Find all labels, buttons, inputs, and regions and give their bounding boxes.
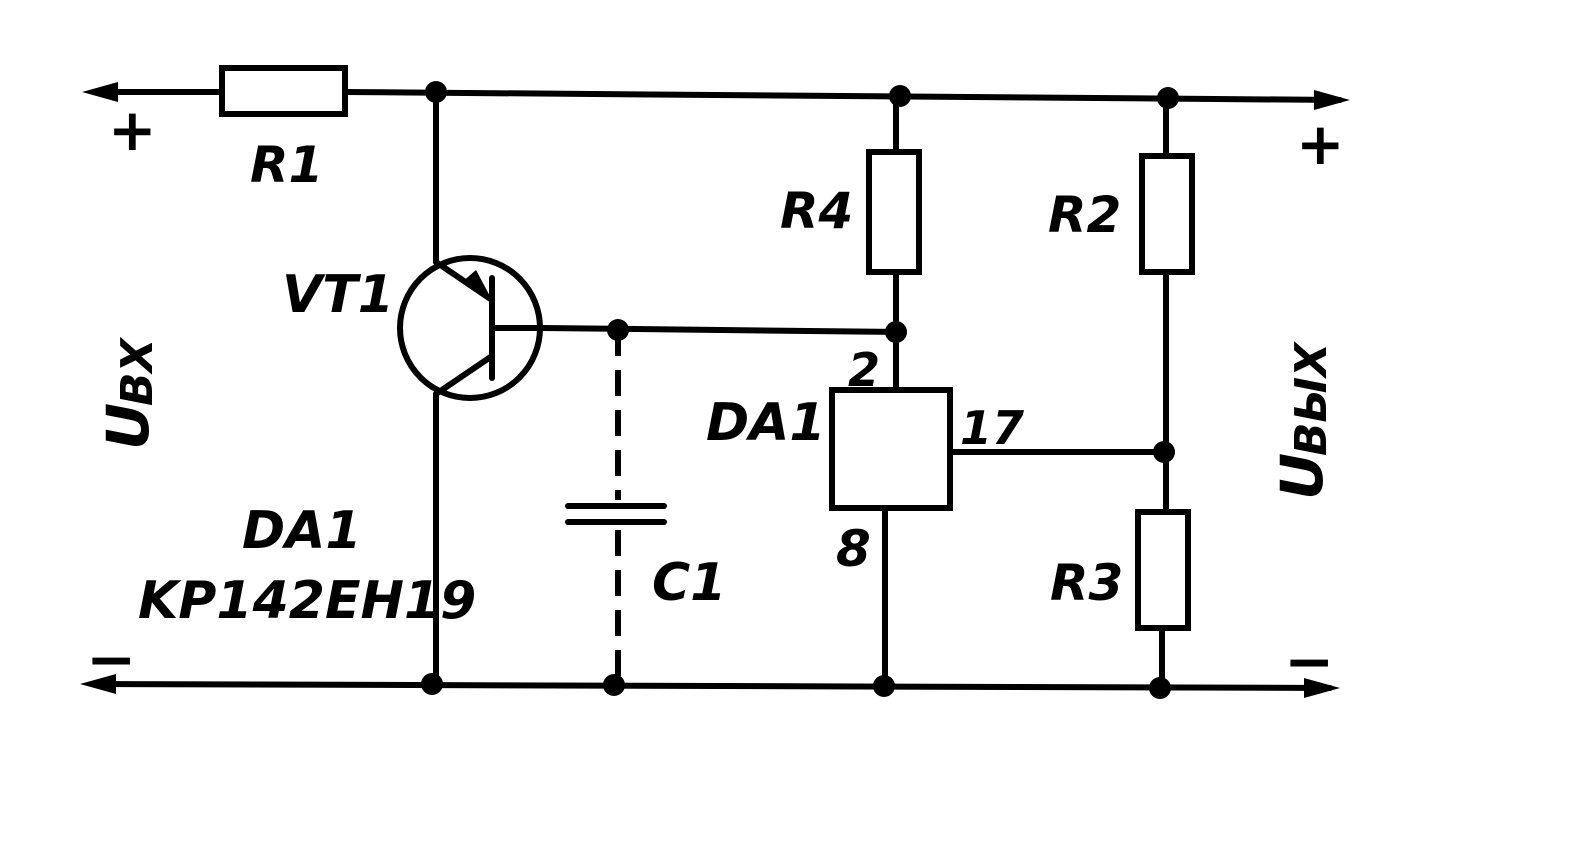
capacitor-c1 (565, 330, 667, 684)
output-plus-arrow-icon (1314, 90, 1350, 110)
label-r1: R1 (250, 136, 323, 194)
svg-text:BЫX: BЫX (1286, 341, 1337, 456)
resistor-r2 (1139, 153, 1195, 275)
input-voltage-label: U BX (94, 336, 163, 450)
plus-out-sign: + (1296, 110, 1345, 178)
pin-2-label: 2 (848, 343, 880, 397)
output-voltage-label: U BЫX (1268, 341, 1337, 500)
resistor-r3 (1135, 509, 1191, 631)
output-minus-arrow-icon (1304, 678, 1340, 698)
svg-text:U: U (1268, 453, 1336, 500)
resistor-r4 (866, 149, 922, 275)
pin-8-label: 8 (836, 520, 871, 578)
svg-text:BX: BX (112, 336, 163, 406)
input-plus-arrow-icon (82, 82, 118, 102)
junctions (421, 81, 1179, 699)
label-r3: R3 (1050, 554, 1123, 612)
emitter-arrow-icon (462, 270, 492, 300)
label-r2: R2 (1048, 186, 1121, 244)
pin-17-label: 17 (960, 401, 1024, 455)
resistor-r1 (219, 65, 348, 117)
svg-text:U: U (94, 403, 162, 450)
bottom-rail (80, 674, 1340, 698)
ic-da1 (829, 387, 953, 511)
minus-in-sign: − (86, 625, 136, 695)
note-da1: DA1 (242, 501, 362, 561)
label-r4: R4 (780, 182, 853, 240)
label-c1: C1 (652, 553, 726, 613)
minus-out-sign: − (1284, 627, 1334, 697)
label-vt1: VT1 (282, 265, 394, 325)
plus-in-sign: + (108, 96, 157, 164)
note-da1-part: KP142EH19 (138, 571, 476, 631)
input-minus-arrow-icon (80, 674, 116, 694)
label-da1-block: DA1 (706, 393, 826, 453)
